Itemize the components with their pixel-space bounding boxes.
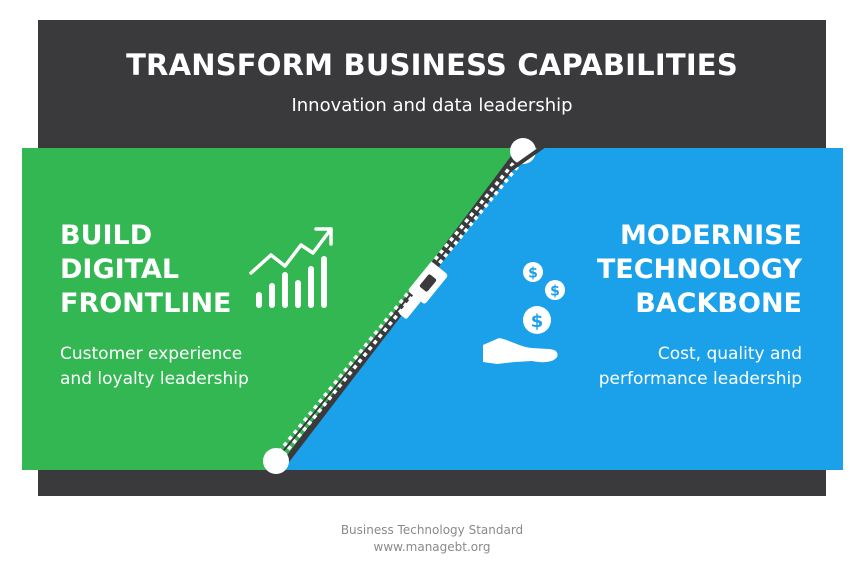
hand-coins-icon: $ $ $	[483, 262, 565, 364]
left-description: Customer experience and loyalty leadersh…	[60, 342, 249, 392]
left-heading-line: BUILD	[60, 220, 153, 251]
footer-source: Business Technology Standard	[340, 523, 524, 537]
left-heading-line: DIGITAL	[60, 254, 180, 285]
svg-text:$: $	[550, 284, 560, 300]
right-panel-blue	[283, 148, 843, 470]
right-heading-line: BACKBONE	[635, 288, 802, 319]
right-heading-line: MODERNISE	[620, 220, 802, 251]
right-description-line: performance leadership	[598, 369, 802, 389]
svg-text:$: $	[531, 311, 544, 332]
footer: Business Technology Standard www.manageb…	[0, 522, 864, 556]
page-title: TRANSFORM BUSINESS CAPABILITIES	[126, 48, 738, 82]
right-description: Cost, quality and performance leadership	[599, 342, 802, 392]
left-heading: BUILD DIGITAL FRONTLINE	[60, 219, 232, 321]
page-subtitle: Innovation and data leadership	[291, 95, 573, 116]
right-description-line: Cost, quality and	[657, 344, 802, 364]
right-heading: MODERNISE TECHNOLOGY BACKBONE	[597, 219, 802, 321]
footer-url: www.managebt.org	[373, 540, 491, 554]
svg-text:$: $	[528, 266, 538, 282]
left-description-line: and loyalty leadership	[60, 369, 249, 389]
left-panel-green	[22, 148, 517, 470]
left-description-line: Customer experience	[60, 344, 243, 364]
right-heading-line: TECHNOLOGY	[596, 254, 802, 285]
zipper-icon	[263, 138, 546, 474]
left-heading-line: FRONTLINE	[60, 288, 232, 319]
growth-chart-icon	[249, 227, 333, 308]
